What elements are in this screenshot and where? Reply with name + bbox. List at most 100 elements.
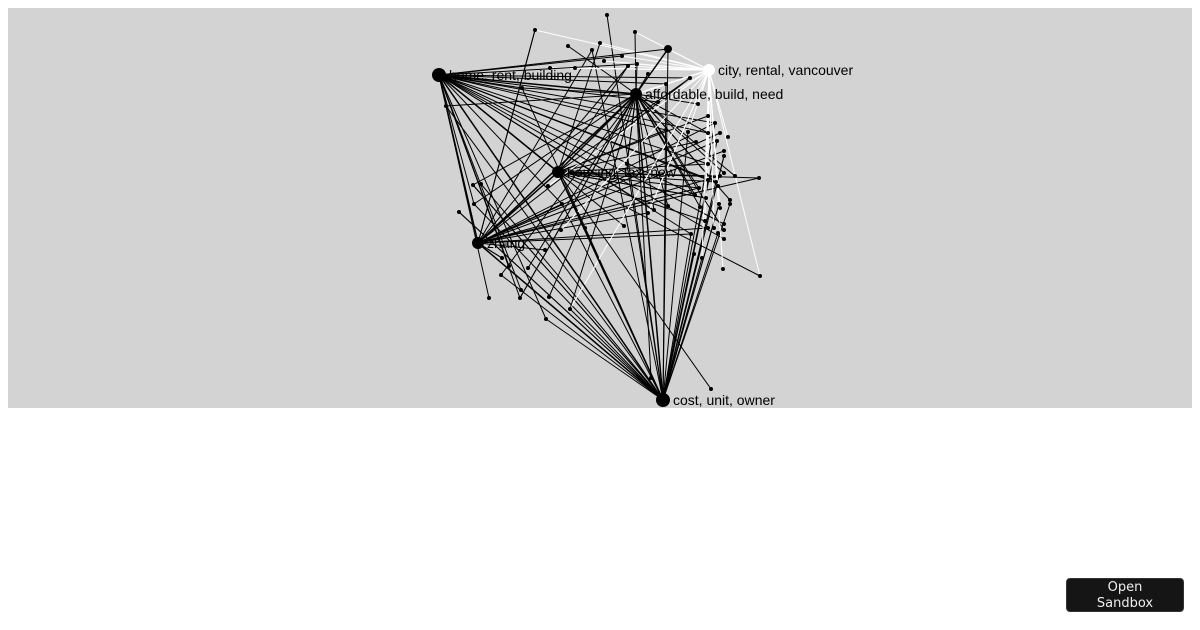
leaf-node[interactable] [696,102,700,106]
leaf-node[interactable] [726,135,730,139]
leaf-node[interactable] [526,266,530,270]
leaf-node[interactable] [697,186,701,190]
leaf-node[interactable] [706,114,710,118]
leaf-node[interactable] [706,131,710,135]
node[interactable] [664,45,672,53]
leaf-node[interactable] [694,140,698,144]
hub-label-zhang: zhang [487,235,525,251]
leaf-node[interactable] [546,184,550,188]
leaf-node[interactable] [568,307,572,311]
leaf-node[interactable] [722,171,726,175]
leaf-node[interactable] [500,256,504,260]
leaf-node[interactable] [717,202,721,206]
hub-node-housing[interactable] [552,166,564,178]
leaf-node[interactable] [652,208,656,212]
leaf-node[interactable] [518,296,522,300]
leaf-node[interactable] [544,317,548,321]
leaf-node[interactable] [666,204,670,208]
leaf-node[interactable] [646,211,650,215]
leaf-node[interactable] [547,295,551,299]
nodes [432,13,762,407]
edge [708,69,724,270]
leaf-node[interactable] [472,202,476,206]
leaf-node[interactable] [698,205,702,209]
hub-node-home[interactable] [432,68,446,82]
edge [635,48,669,95]
leaf-node[interactable] [686,130,690,134]
leaf-node[interactable] [718,131,722,135]
leaf-node[interactable] [722,154,726,158]
hub-node-city[interactable] [703,64,715,76]
hub-node-affordable[interactable] [630,88,642,100]
leaf-node[interactable] [560,202,564,206]
leaf-node[interactable] [649,376,653,380]
leaf-node[interactable] [704,196,708,200]
leaf-node[interactable] [722,149,726,153]
leaf-node[interactable] [716,231,720,235]
leaf-node[interactable] [728,202,732,206]
leaf-node[interactable] [664,82,668,86]
leaf-node[interactable] [688,76,692,80]
leaf-node[interactable] [689,232,693,236]
leaf-node[interactable] [692,252,696,256]
leaf-node[interactable] [559,228,563,232]
leaf-node[interactable] [716,184,720,188]
leaf-node[interactable] [602,59,606,63]
leaf-node[interactable] [706,178,710,182]
leaf-node[interactable] [721,267,725,271]
leaf-node[interactable] [706,226,710,230]
leaf-node[interactable] [722,237,726,241]
leaf-node[interactable] [693,193,697,197]
leaf-node[interactable] [533,28,537,32]
leaf-node[interactable] [713,121,717,125]
leaf-node[interactable] [706,162,710,166]
leaf-node[interactable] [605,13,609,17]
leaf-node[interactable] [519,288,523,292]
leaf-node[interactable] [709,387,713,391]
leaf-node[interactable] [598,41,602,45]
leaf-node[interactable] [758,274,762,278]
edge [438,74,547,320]
leaf-node[interactable] [714,180,718,184]
leaf-node[interactable] [626,64,630,68]
leaf-node[interactable] [499,273,503,277]
leaf-node[interactable] [733,174,737,178]
leaf-node[interactable] [583,226,587,230]
leaf-node[interactable] [700,256,704,260]
leaf-node[interactable] [543,248,547,252]
leaf-node[interactable] [718,206,722,210]
leaf-node[interactable] [635,62,639,66]
edge [591,49,664,401]
leaf-node[interactable] [471,183,475,187]
leaf-node[interactable] [728,198,732,202]
leaf-node[interactable] [590,48,594,52]
leaf-node[interactable] [633,30,637,34]
leaf-node[interactable] [566,44,570,48]
leaf-node[interactable] [722,228,726,232]
leaf-node[interactable] [625,162,629,166]
leaf-node[interactable] [715,139,719,143]
leaf-node[interactable] [444,104,448,108]
leaf-node[interactable] [656,100,660,104]
leaf-node[interactable] [548,66,552,70]
leaf-node[interactable] [757,176,761,180]
leaf-node[interactable] [703,219,707,223]
hub-node-zhang[interactable] [472,237,484,249]
open-sandbox-button[interactable]: Open Sandbox [1066,578,1184,612]
edge [662,257,703,401]
leaf-node[interactable] [712,226,716,230]
leaf-node[interactable] [718,174,722,178]
leaf-node[interactable] [520,86,524,90]
leaf-node[interactable] [573,66,577,70]
leaf-node[interactable] [722,222,726,226]
leaf-node[interactable] [457,210,461,214]
leaf-node[interactable] [664,128,668,132]
leaf-node[interactable] [479,182,483,186]
edge [477,242,546,251]
leaf-node[interactable] [622,224,626,228]
hub-node-cost[interactable] [656,393,670,407]
leaf-node[interactable] [487,296,491,300]
leaf-node[interactable] [646,72,650,76]
leaf-node[interactable] [620,54,624,58]
leaf-node[interactable] [507,264,511,268]
